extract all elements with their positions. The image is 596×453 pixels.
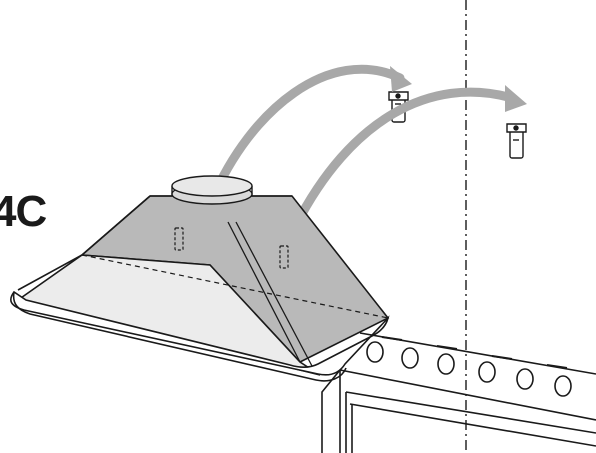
step-label: 4C xyxy=(0,187,47,236)
curved-arrow-icon xyxy=(291,85,527,230)
keyhole-slot xyxy=(174,227,184,251)
keyhole-slot xyxy=(279,245,289,269)
range-knob xyxy=(516,368,534,390)
range-knob xyxy=(366,341,384,363)
range-knob xyxy=(401,347,419,369)
range-hood xyxy=(10,175,390,382)
curved-arrow-icon xyxy=(207,64,412,205)
range-cooktop xyxy=(321,332,596,453)
range-knob xyxy=(478,361,496,383)
mounting-bracket-icon xyxy=(506,123,527,159)
duct-collar-top xyxy=(171,175,253,197)
range-knob xyxy=(437,353,455,375)
range-knob xyxy=(554,375,572,397)
